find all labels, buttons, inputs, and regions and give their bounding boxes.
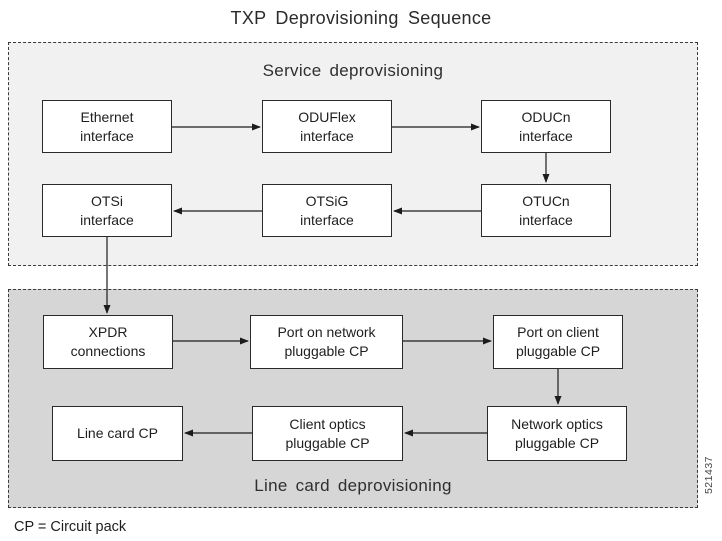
node-otsi-interface: OTSi interface: [42, 184, 172, 237]
node-oduflex-interface: ODUFlex interface: [262, 100, 392, 153]
node-xpdr-connections: XPDR connections: [43, 315, 173, 369]
node-label-line: interface: [519, 127, 573, 144]
node-network-optics-pluggable-cp: Network optics pluggable CP: [487, 406, 627, 461]
node-ethernet-interface: Ethernet interface: [42, 100, 172, 153]
node-label-line: interface: [80, 127, 134, 144]
node-label-line: pluggable CP: [515, 343, 601, 359]
node-label-line: pluggable CP: [514, 434, 600, 451]
node-label-line: Client optics: [289, 415, 366, 432]
node-port-on-client-pluggable-cp: Port on client pluggable CP: [493, 315, 623, 369]
node-label-line: ODUCn: [521, 108, 571, 125]
node-label-line: interface: [80, 211, 134, 228]
node-label-line: connections: [70, 343, 146, 359]
diagram-title: TXP Deprovisioning Sequence: [230, 8, 492, 28]
node-label-line: pluggable CP: [285, 434, 370, 451]
node-client-optics-pluggable-cp: Client optics pluggable CP: [252, 406, 403, 461]
node-label-line: interface: [300, 211, 354, 228]
node-label-line: OTSiG: [305, 192, 349, 209]
node-label-line: interface: [300, 127, 354, 144]
section-heading-service: Service deprovisioning: [262, 61, 444, 80]
footnote-cp-definition: CP = Circuit pack: [14, 519, 127, 535]
node-label-line: interface: [519, 211, 573, 228]
node-port-on-network-pluggable-cp: Port on network pluggable CP: [250, 315, 403, 369]
node-label-line: pluggable CP: [284, 343, 369, 359]
node-label-line: Line card CP: [77, 425, 158, 441]
node-label-line: OTSi: [91, 192, 123, 209]
figure-id: 521437: [703, 455, 715, 495]
node-label-line: Port on network: [277, 324, 376, 340]
node-label-line: OTUCn: [522, 192, 570, 209]
node-line-card-cp: Line card CP: [52, 406, 183, 461]
section-heading-line-card: Line card deprovisioning: [254, 476, 452, 495]
node-label-line: Network optics: [511, 415, 603, 432]
node-label-line: Ethernet: [80, 108, 134, 125]
node-oducn-interface: ODUCn interface: [481, 100, 611, 153]
node-otsig-interface: OTSiG interface: [262, 184, 392, 237]
node-otucn-interface: OTUCn interface: [481, 184, 611, 237]
node-label-line: XPDR: [88, 324, 128, 340]
node-label-line: Port on client: [517, 324, 599, 340]
node-label-line: ODUFlex: [298, 108, 356, 125]
